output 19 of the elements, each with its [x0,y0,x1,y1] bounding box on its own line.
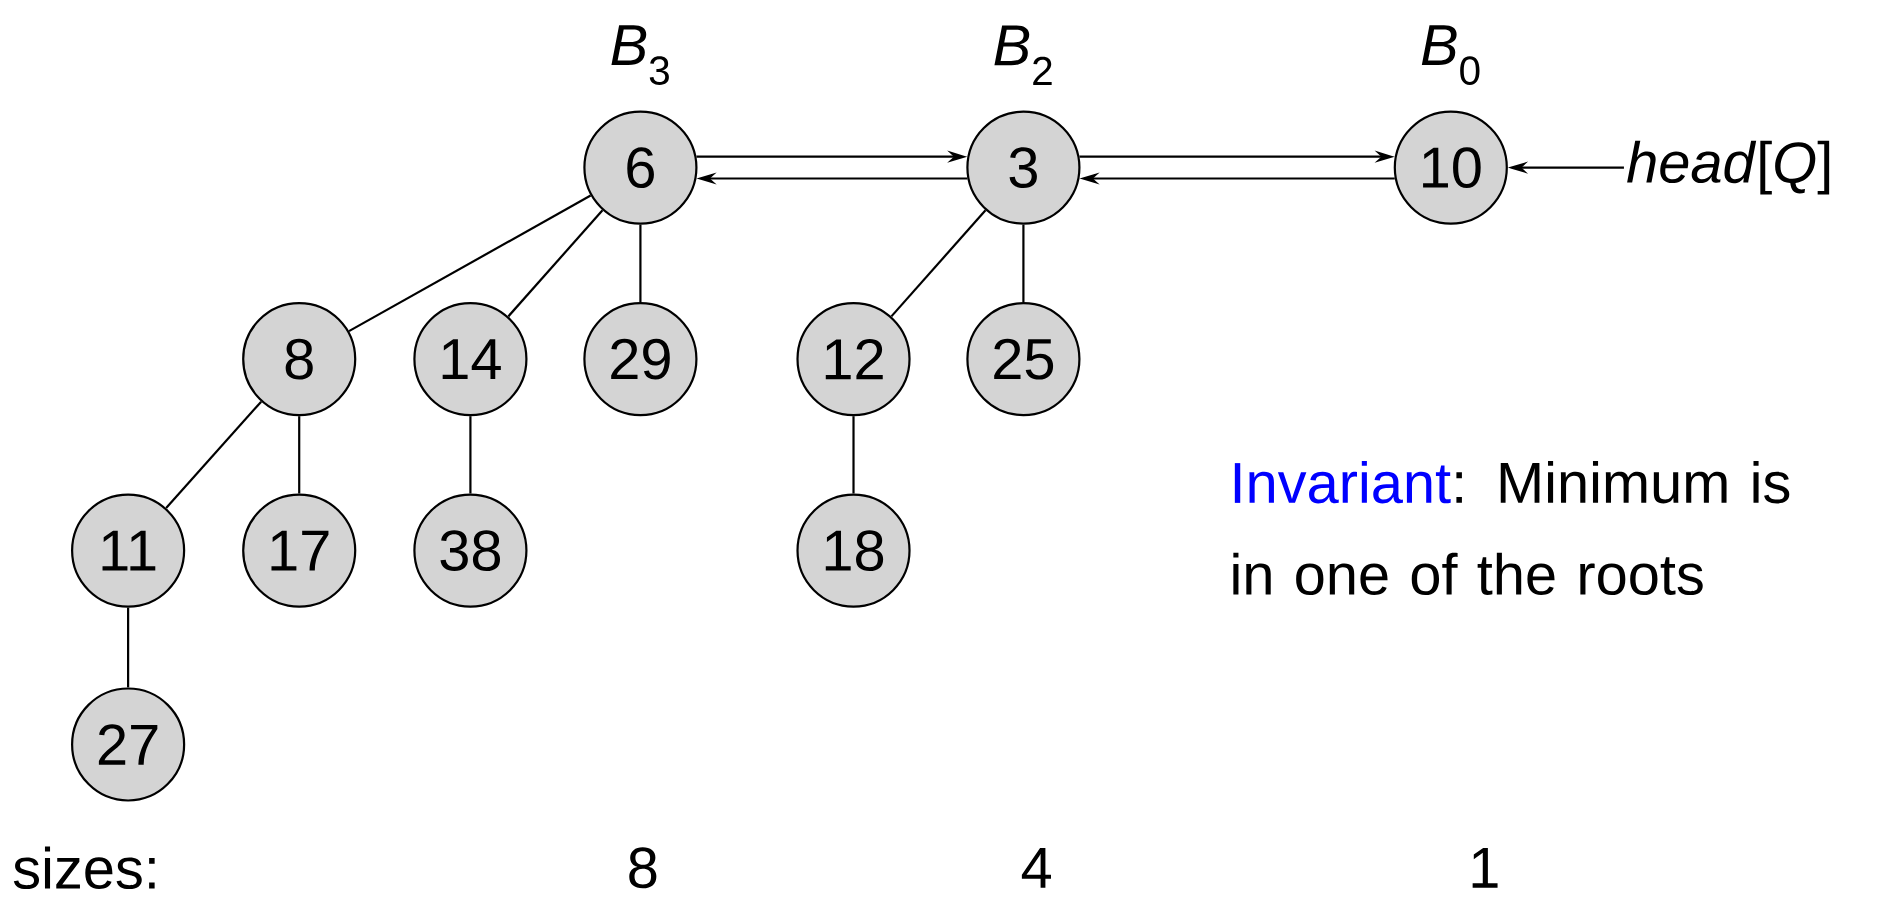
tree-label: B$_{0}$ [1421,25,1480,85]
tree-edge [507,209,604,318]
tree-edge [890,209,987,318]
size-value: 1 [1472,847,1498,888]
size-value: 8 [629,847,657,889]
size-value: 4 [1021,847,1051,888]
tree-edge [469,416,472,494]
pointer-label: head[Q] [1627,140,1830,195]
tree-edge [1022,224,1025,302]
tree-edge [639,224,642,302]
tree-edge [348,194,592,333]
tree-edge [165,400,262,509]
note-text: Invariant: Minimum is in one of the roots [1233,461,1790,596]
tree-label: B$_{2}$ [994,25,1052,85]
tree-edge [852,416,855,494]
axis-caption: sizes: [13,846,155,889]
tree-edge [127,607,130,688]
tree-label: B$_{3}$ [611,25,669,85]
tree-edge [298,416,301,494]
